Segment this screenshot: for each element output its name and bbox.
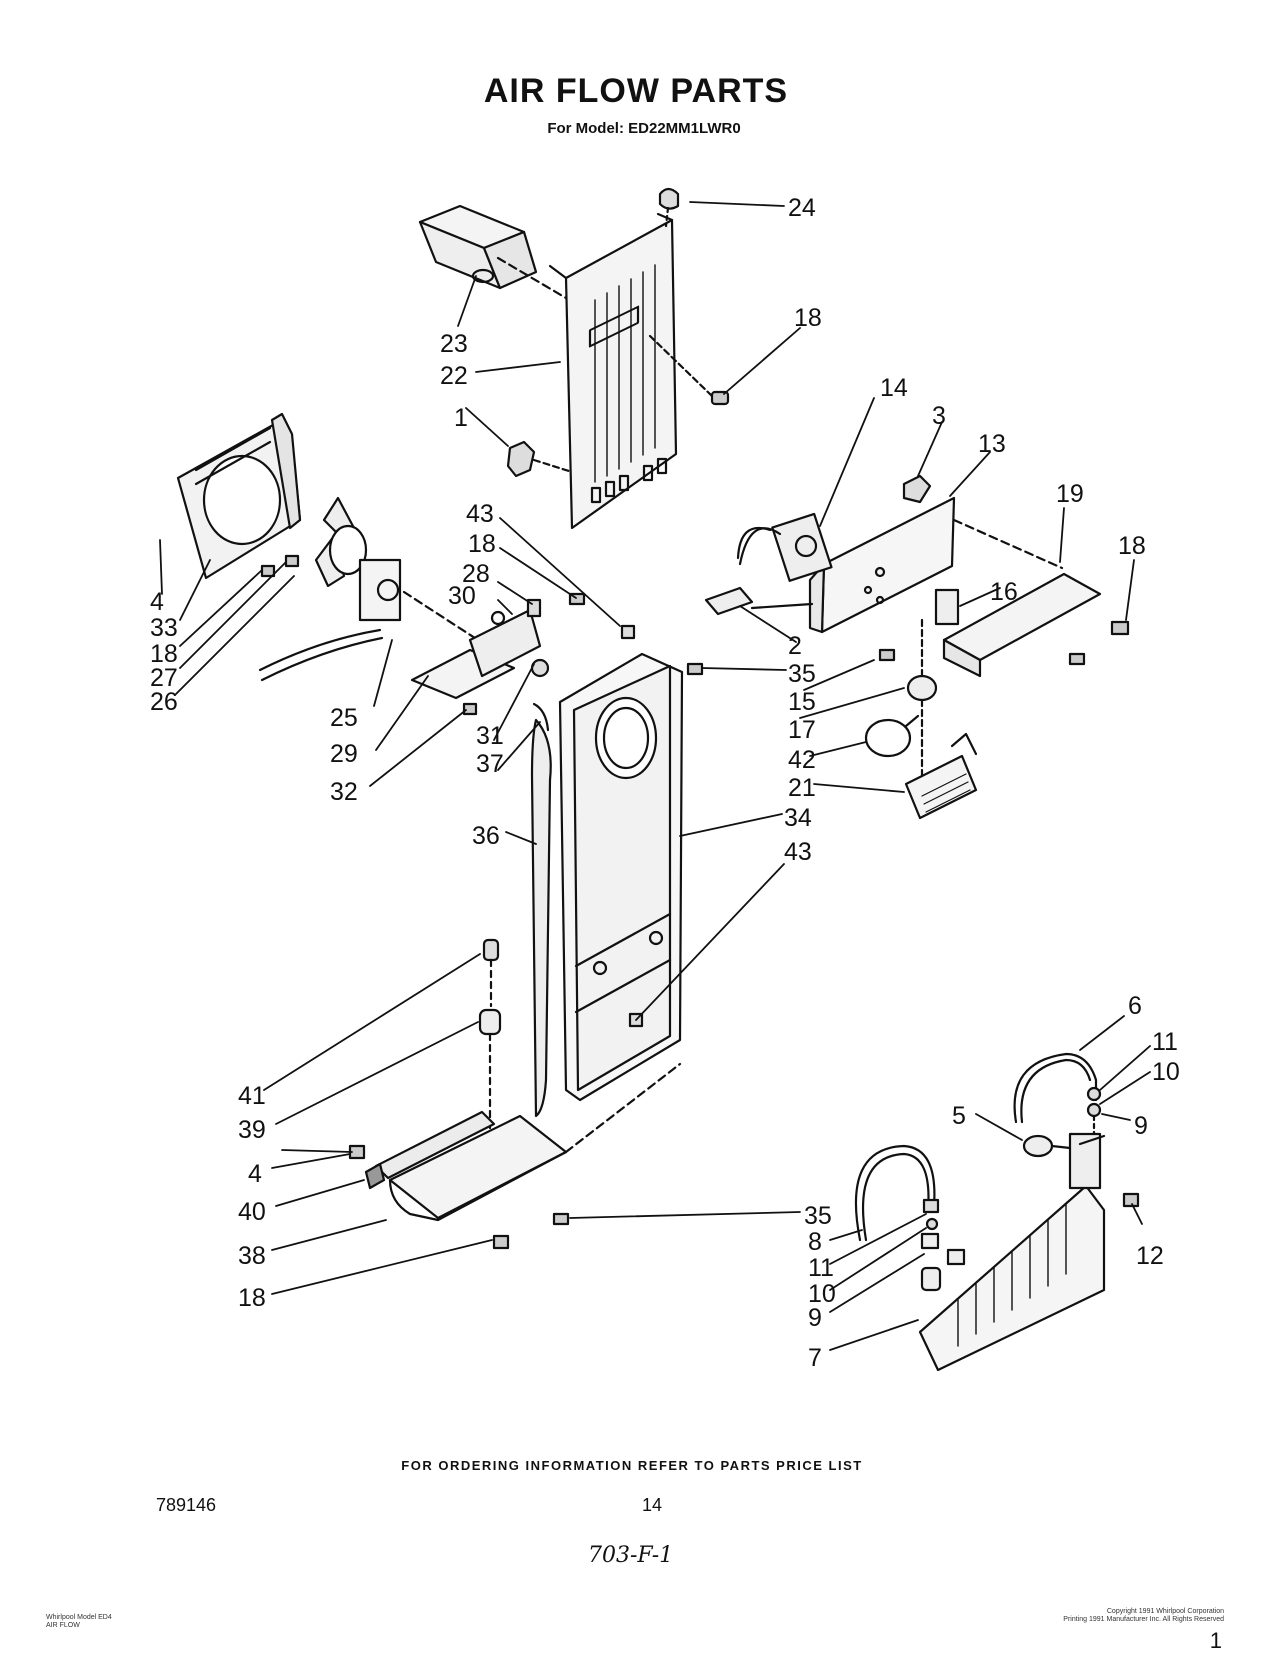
callout-41: 41 <box>238 1082 266 1110</box>
callout-40: 40 <box>238 1198 266 1226</box>
part-36-seal-strip <box>530 702 552 1118</box>
part-40-seal <box>364 1162 386 1190</box>
part-3-clip <box>902 474 932 504</box>
callout-24: 24 <box>788 194 816 222</box>
callout-1: 1 <box>454 404 468 432</box>
ordering-note: FOR ORDERING INFORMATION REFER TO PARTS … <box>401 1458 863 1473</box>
callout-32: 32 <box>330 778 358 806</box>
corner-mark: 1 <box>1209 1628 1222 1653</box>
callout-3: 3 <box>932 402 946 430</box>
callout-35: 35 <box>788 660 816 688</box>
callout-18: 18 <box>468 530 496 558</box>
callout-11: 11 <box>1152 1028 1178 1056</box>
callout-25: 25 <box>330 704 358 732</box>
callout-14: 14 <box>880 374 908 402</box>
callout-19: 19 <box>1056 480 1084 508</box>
part-1-clip <box>506 440 574 478</box>
part-42-light-bulb <box>864 714 920 758</box>
callout-29: 29 <box>330 740 358 768</box>
callout-23: 23 <box>440 330 468 358</box>
leader-lines <box>159 201 1151 1351</box>
callout-12: 12 <box>1136 1242 1164 1270</box>
callout-13: 13 <box>978 430 1006 458</box>
callout-4: 4 <box>248 1160 262 1188</box>
part-34-evaporator-cover <box>558 624 704 1102</box>
callout-8: 8 <box>808 1228 822 1256</box>
callout-22: 22 <box>440 362 468 390</box>
callout-15: 15 <box>788 688 816 716</box>
part-39-plug <box>478 1008 502 1192</box>
fine-print-left-line: AIR FLOW <box>46 1622 80 1629</box>
callout-10: 10 <box>1152 1058 1180 1086</box>
callout-18: 18 <box>238 1284 266 1312</box>
part-8-tube <box>854 1144 966 1292</box>
part-22-grille-panel <box>548 212 678 530</box>
handwritten-reference: 703-F-1 <box>588 1543 674 1568</box>
callout-39: 39 <box>238 1116 266 1144</box>
document-number: 789146 <box>156 1495 217 1515</box>
callout-5: 5 <box>952 1102 966 1130</box>
fine-print-left-line: Whirlpool Model ED4 <box>46 1614 112 1621</box>
part-2-connector <box>704 586 814 616</box>
part-21-light-cover <box>904 698 978 820</box>
callout-7: 7 <box>808 1344 822 1372</box>
part-17-light-socket <box>906 618 938 702</box>
callout-11: 11 <box>808 1254 834 1282</box>
copyright-line: Copyright 1991 Whirlpool Corporation <box>1106 1608 1224 1615</box>
part-33-fan-shroud <box>176 412 302 580</box>
part-41-grommet <box>482 938 500 1008</box>
part-14-thermostat <box>736 512 833 582</box>
callout-18: 18 <box>794 304 822 332</box>
part-25-fan-motor <box>258 496 480 682</box>
callout-numbers: 24 18 23 22 1 14 3 13 19 18 43 18 28 30 … <box>150 194 1180 1372</box>
callout-21: 21 <box>788 774 816 802</box>
part-7-heater <box>918 1132 1140 1372</box>
part-19-light-shield <box>878 572 1130 678</box>
callout-33: 33 <box>150 614 178 642</box>
part-24-clip <box>658 187 680 228</box>
copyright-line: Printing 1991 Manufacturer Inc. All Righ… <box>1063 1616 1224 1623</box>
callout-17: 17 <box>788 716 816 744</box>
callout-16: 16 <box>990 578 1018 606</box>
callout-36: 36 <box>472 822 500 850</box>
fine-print-left: Whirlpool Model ED4 AIR FLOW <box>46 1614 112 1630</box>
callout-10: 10 <box>808 1280 836 1308</box>
callout-42: 42 <box>788 746 816 774</box>
part-29-motor-bracket <box>410 592 586 716</box>
fine-print-copyright: Copyright 1991 Whirlpool Corporation Pri… <box>1063 1608 1224 1624</box>
part-16-switch <box>934 588 960 626</box>
callout-18: 18 <box>1118 532 1146 560</box>
part-23-housing <box>418 204 568 300</box>
callout-38: 38 <box>238 1242 266 1270</box>
callout-26: 26 <box>150 688 178 716</box>
part-6-tube <box>1013 1052 1102 1136</box>
callout-18: 18 <box>150 640 178 668</box>
part-38-drain-trough <box>374 1062 682 1222</box>
page-number: 14 <box>642 1495 663 1515</box>
callout-27: 27 <box>150 664 178 692</box>
callout-35: 35 <box>804 1202 832 1230</box>
callout-30: 30 <box>448 582 476 610</box>
callout-4: 4 <box>150 588 164 616</box>
callout-31: 31 <box>476 722 504 750</box>
callout-37: 37 <box>476 750 504 778</box>
callout-43: 43 <box>784 838 812 866</box>
callout-34: 34 <box>784 804 812 832</box>
page-title: AIR FLOW PARTS <box>483 72 789 110</box>
part-5-fitting <box>1022 1134 1072 1158</box>
part-18-screw-lower <box>492 1212 570 1250</box>
callout-9: 9 <box>1134 1112 1148 1140</box>
part-13-control-bracket <box>808 496 1064 634</box>
callout-6: 6 <box>1128 992 1142 1020</box>
model-subtitle: For Model: ED22MM1LWR0 <box>547 120 741 137</box>
callout-9: 9 <box>808 1304 822 1332</box>
part-18-screw-top <box>648 334 730 406</box>
callout-28: 28 <box>462 560 490 588</box>
callout-2: 2 <box>788 632 802 660</box>
callout-43: 43 <box>466 500 494 528</box>
